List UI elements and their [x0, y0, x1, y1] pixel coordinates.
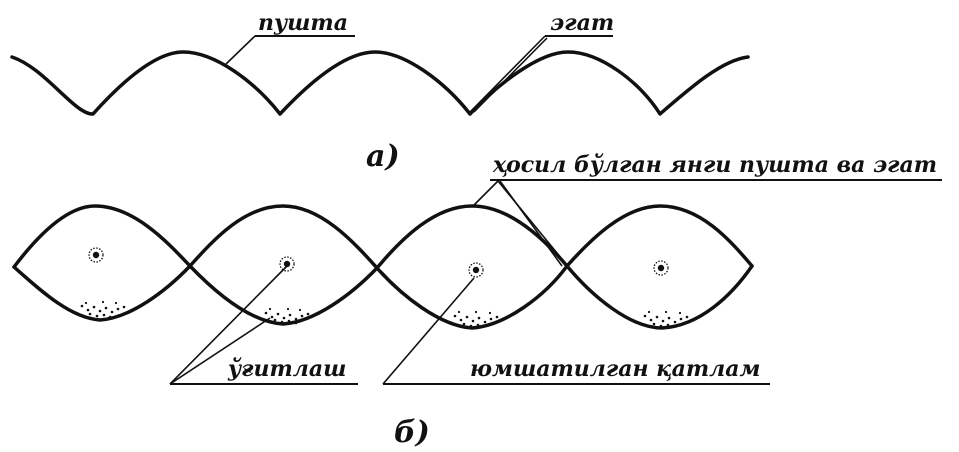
furrow-leader-line-2 — [473, 37, 548, 113]
furrow-label: эгат — [550, 10, 614, 36]
fertilizing-leader-line-2 — [169, 317, 271, 385]
new-ridge-leader-line-3 — [499, 180, 563, 267]
loosened-soil-dots — [80, 300, 689, 328]
part-a-profile: пушта эгат а) — [10, 10, 750, 174]
fertilizing-leader-line-1 — [169, 265, 288, 385]
ridge-label: пушта — [258, 10, 348, 36]
part-b-profile: ҳосил бўлган янги пушта ва эгат ўғитлаш … — [12, 152, 942, 450]
ridge-leader-line — [225, 35, 256, 65]
ridge-furrow-curve — [10, 50, 750, 116]
fertilizing-label: ўғитлаш — [227, 356, 346, 382]
new-ridge-leader-line-1 — [471, 180, 499, 208]
new-ridges-upper-curve — [12, 204, 754, 270]
soil-dots-1 — [80, 300, 126, 319]
loosened-layer-lower-curve — [12, 264, 754, 330]
fertilizer-spot — [88, 247, 104, 263]
soil-dots-2 — [264, 307, 310, 325]
furrow-leader-line-1 — [469, 35, 546, 113]
new-ridge-furrow-label: ҳосил бўлган янги пушта ва эгат — [492, 152, 937, 178]
soil-dots-4 — [643, 310, 689, 328]
part-a-caption: а) — [366, 139, 400, 174]
soil-dots-3 — [453, 310, 499, 328]
fertilizer-spot — [653, 260, 669, 276]
part-b-caption: б) — [394, 415, 430, 450]
loosened-layer-leader-line — [382, 277, 475, 385]
fertilizer-spot — [468, 262, 484, 278]
fertilizer-spot — [279, 256, 295, 272]
fertilizer-spots — [88, 247, 669, 278]
loosened-layer-label: юмшатилган қатлам — [470, 356, 760, 382]
